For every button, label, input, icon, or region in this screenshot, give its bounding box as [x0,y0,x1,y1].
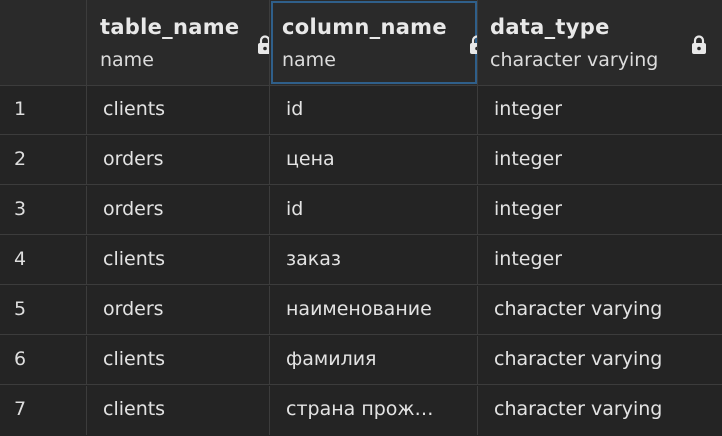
cell-value: clients [103,348,166,370]
row-number: 4 [14,248,27,270]
table-row[interactable]: 7 clients страна прож… character varying [0,386,722,435]
row-index-header[interactable] [0,0,87,85]
row-index-cell[interactable]: 4 [0,236,87,284]
table-row[interactable]: 1 clients id integer [0,86,722,135]
data-type-cell[interactable]: character varying [478,386,722,435]
lock-icon [469,35,477,55]
row-number: 5 [14,298,27,320]
column-name-cell[interactable]: страна прож… [270,386,478,435]
column-data-type: character varying [490,49,659,71]
column-header-column-name[interactable]: column_name name [270,0,478,85]
row-number: 6 [14,348,27,370]
column-title: table_name [100,15,240,39]
cell-value: id [286,98,304,120]
row-index-cell[interactable]: 3 [0,186,87,234]
data-type-cell[interactable]: integer [478,186,722,234]
table-row[interactable]: 4 clients заказ integer [0,236,722,285]
cell-value: integer [494,148,563,170]
column-name-cell[interactable]: фамилия [270,336,478,384]
row-index-cell[interactable]: 7 [0,386,87,435]
cell-value: фамилия [286,348,377,370]
table-name-cell[interactable]: clients [87,86,270,134]
table-name-cell[interactable]: clients [87,336,270,384]
data-type-cell[interactable]: character varying [478,286,722,334]
row-number: 7 [14,398,27,420]
row-number: 3 [14,198,27,220]
column-title: data_type [490,15,610,39]
column-name-cell[interactable]: наименование [270,286,478,334]
cell-value: character varying [494,298,663,320]
cell-value: character varying [494,348,663,370]
row-index-cell[interactable]: 5 [0,286,87,334]
table-row[interactable]: 6 clients фамилия character varying [0,336,722,385]
row-number: 1 [14,98,27,120]
data-type-cell[interactable]: integer [478,236,722,284]
lock-icon [257,35,269,55]
table-name-cell[interactable]: orders [87,136,270,184]
cell-value: integer [494,98,563,120]
table-name-cell[interactable]: clients [87,236,270,284]
table-name-cell[interactable]: orders [87,186,270,234]
column-name-cell[interactable]: id [270,186,478,234]
row-index-cell[interactable]: 2 [0,136,87,184]
header-row: table_name name column_name name [0,0,722,86]
table-row[interactable]: 2 orders цена integer [0,136,722,185]
table-row[interactable]: 5 orders наименование character varying [0,286,722,335]
cell-value: integer [494,198,563,220]
data-type-cell[interactable]: integer [478,86,722,134]
cell-value: страна прож… [286,398,434,420]
row-index-cell[interactable]: 6 [0,336,87,384]
column-name-cell[interactable]: заказ [270,236,478,284]
column-name-cell[interactable]: цена [270,136,478,184]
column-data-type: name [282,49,336,71]
cell-value: id [286,198,304,220]
column-title: column_name [282,15,447,39]
column-data-type: name [100,49,154,71]
cell-value: integer [494,248,563,270]
table-name-cell[interactable]: clients [87,386,270,435]
cell-value: цена [286,148,335,170]
lock-icon [691,35,707,55]
cell-value: clients [103,248,166,270]
cell-value: orders [103,198,164,220]
cell-value: заказ [286,248,341,270]
row-number: 2 [14,148,27,170]
table-name-cell[interactable]: orders [87,286,270,334]
cell-value: clients [103,98,166,120]
cell-value: orders [103,148,164,170]
data-type-cell[interactable]: integer [478,136,722,184]
table-row[interactable]: 3 orders id integer [0,186,722,235]
cell-value: character varying [494,398,663,420]
column-name-cell[interactable]: id [270,86,478,134]
column-header-data-type[interactable]: data_type character varying [478,0,722,85]
cell-value: clients [103,398,166,420]
cell-value: orders [103,298,164,320]
data-type-cell[interactable]: character varying [478,336,722,384]
cell-value: наименование [286,298,432,320]
column-header-table-name[interactable]: table_name name [87,0,270,85]
row-index-cell[interactable]: 1 [0,86,87,134]
